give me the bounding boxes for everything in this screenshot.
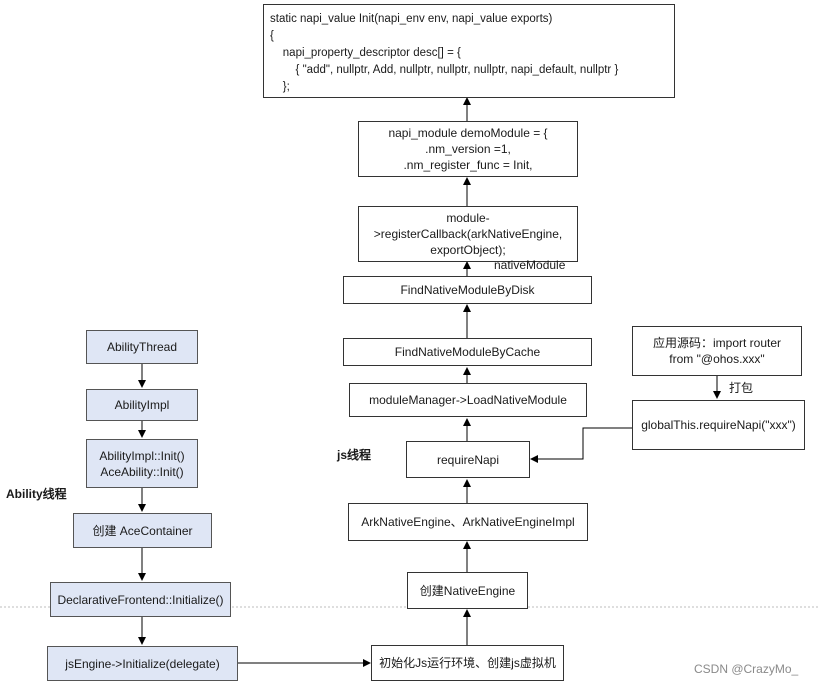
register-line: exportObject); xyxy=(430,243,506,257)
ability-impl-box: AbilityImpl xyxy=(86,389,198,421)
ability-init-box: AbilityImpl::Init() AceAbility::Init() xyxy=(86,439,198,488)
module-definition-box: napi_module demoModule = { .nm_version =… xyxy=(358,121,578,177)
js-engine-initialize-box: jsEngine->Initialize(delegate) xyxy=(47,646,238,681)
init-function-code-box: static napi_value Init(napi_env env, nap… xyxy=(263,4,675,98)
code-line: static napi_value Init(napi_env env, nap… xyxy=(270,13,553,25)
code-line: napi_property_descriptor desc[] = { xyxy=(270,47,461,59)
app-source-box: 应用源码：import router from "@ohos.xxx" xyxy=(632,326,802,376)
ark-native-engine-box: ArkNativeEngine、ArkNativeEngineImpl xyxy=(348,503,588,541)
module-def-line: .nm_version =1, xyxy=(425,142,511,156)
native-module-label: nativeModule xyxy=(494,258,566,272)
ability-thread-box: AbilityThread xyxy=(86,330,198,364)
code-line: { "add", nullptr, Add, nullptr, nullptr,… xyxy=(270,64,619,76)
module-def-line: napi_module demoModule = { xyxy=(388,126,548,140)
init-js-runtime-box: 初始化Js运行环境、创建js虚拟机 xyxy=(371,645,564,681)
app-source-line: 应用源码：import router xyxy=(652,336,782,350)
package-label: 打包 xyxy=(729,381,754,395)
create-ace-container-box: 创建 AceContainer xyxy=(73,513,212,548)
code-line: { xyxy=(270,30,274,42)
declarative-frontend-init-box: DeclarativeFrontend::Initialize() xyxy=(50,582,231,617)
js-thread-label: js线程 xyxy=(337,448,372,462)
load-native-module-box: moduleManager->LoadNativeModule xyxy=(349,383,587,417)
module-def-line: .nm_register_func = Init, xyxy=(403,158,533,172)
require-napi-box: requireNapi xyxy=(406,441,530,478)
find-native-module-by-cache-box: FindNativeModuleByCache xyxy=(343,338,592,366)
init-call-line: AceAbility::Init() xyxy=(100,464,184,479)
csdn-watermark: CSDN @CrazyMo_ xyxy=(694,662,799,676)
find-native-module-by-disk-box: FindNativeModuleByDisk xyxy=(343,276,592,304)
arrow-globalrequire-to-requirenapi xyxy=(530,427,632,463)
app-source-line: from "@ohos.xxx" xyxy=(669,352,765,366)
ability-thread-label: Ability线程 xyxy=(6,487,67,501)
code-line: }; xyxy=(270,81,290,93)
register-line: >registerCallback(arkNativeEngine, xyxy=(373,227,563,241)
register-line: module- xyxy=(446,211,490,225)
init-call-line: AbilityImpl::Init() xyxy=(99,448,185,463)
register-callback-box: module- >registerCallback(arkNativeEngin… xyxy=(358,206,578,262)
create-native-engine-box: 创建NativeEngine xyxy=(407,572,528,609)
global-require-napi-box: globalThis.requireNapi("xxx") xyxy=(632,400,805,450)
